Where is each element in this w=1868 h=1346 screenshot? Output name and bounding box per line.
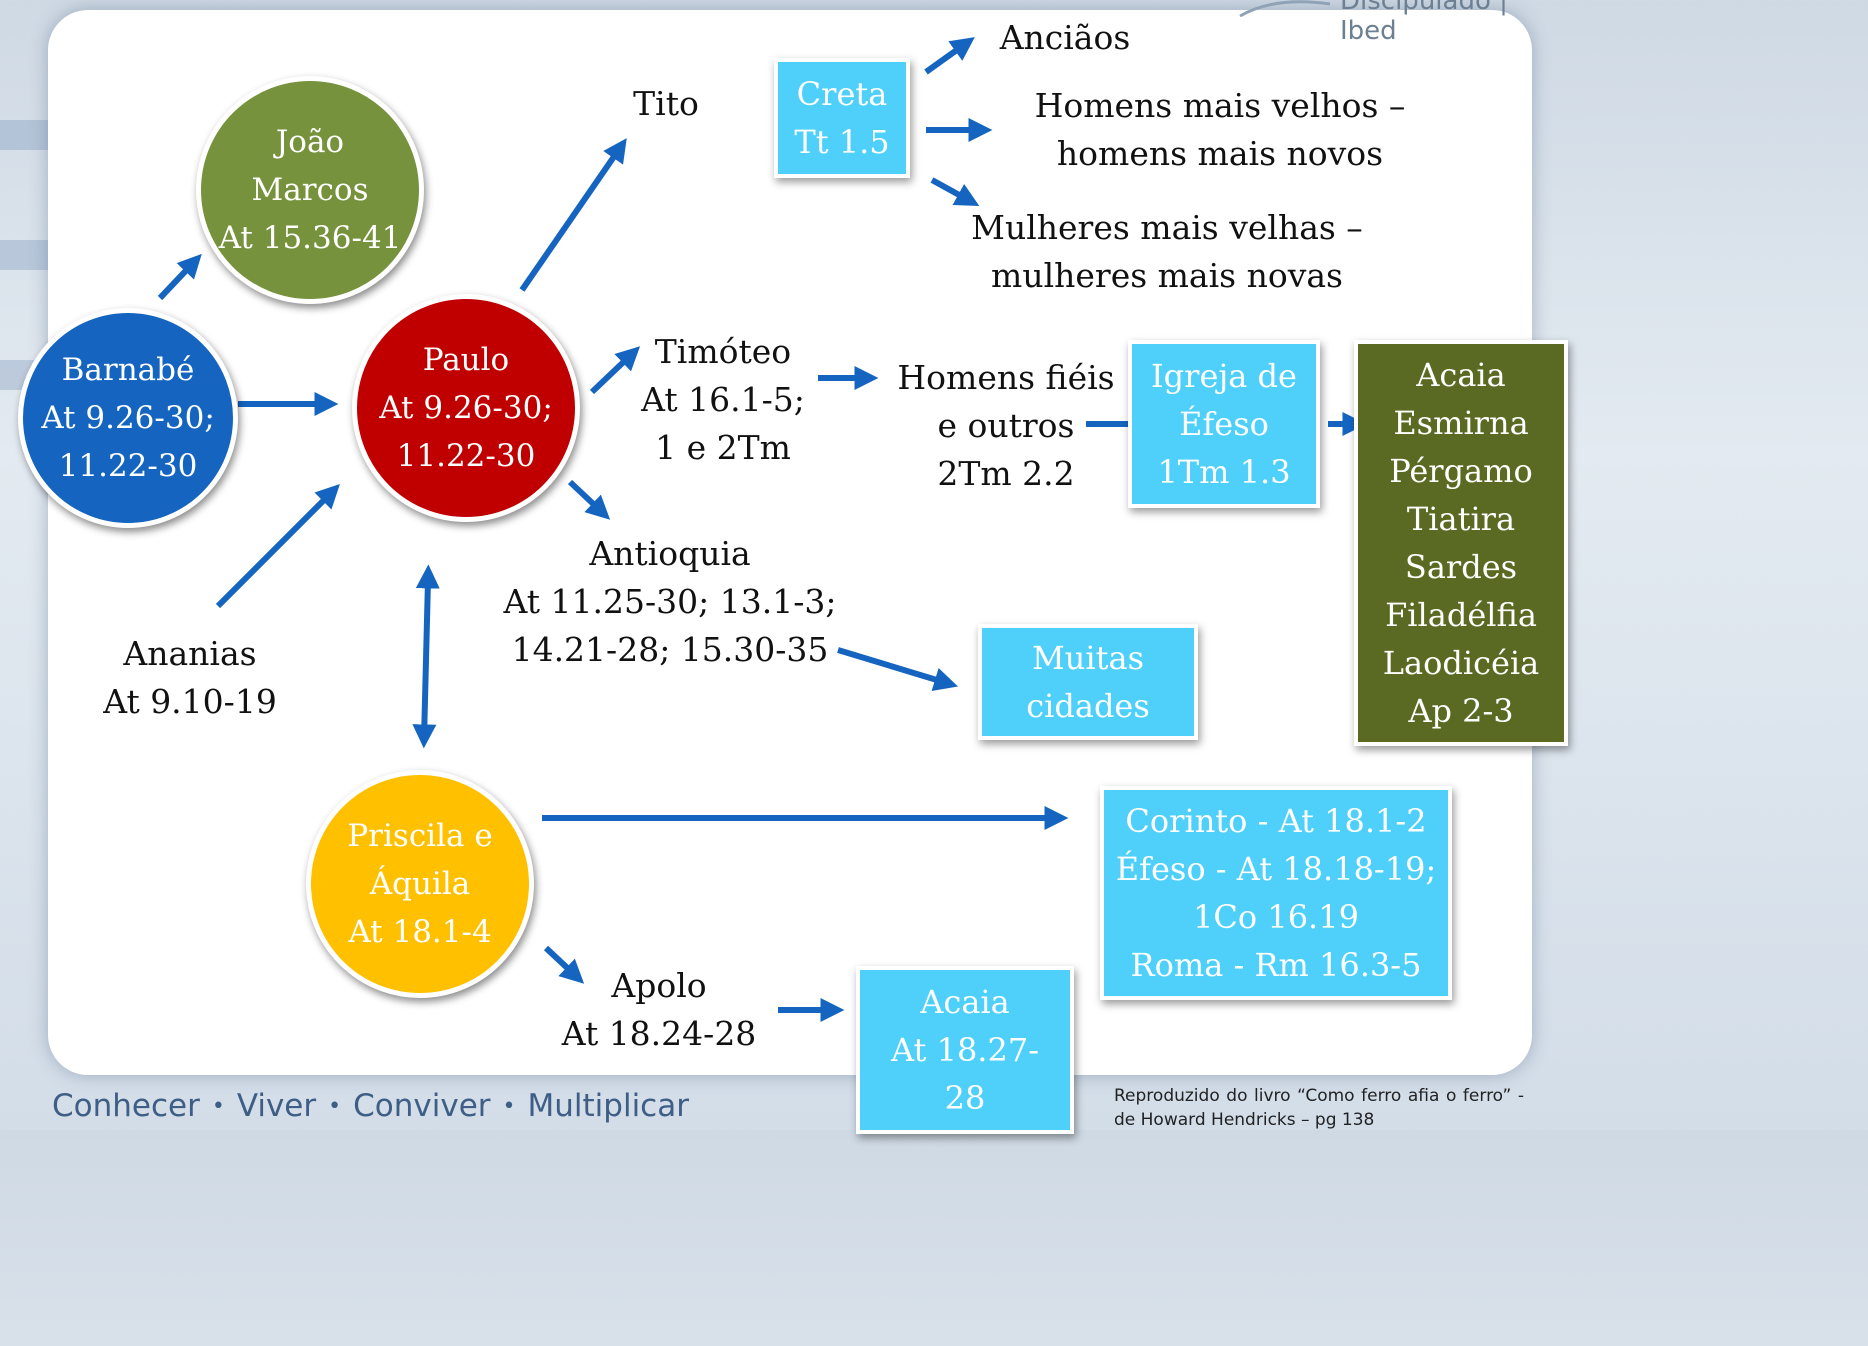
node-mulheres-velhas-novas: Mulheres mais velhas – mulheres mais nov… [971,208,1363,295]
footer-item-multiplicar: Multiplicar [527,1088,689,1124]
node-tito: Tito [633,84,699,123]
box-muitas-cidades-label: Muitas cidades [1026,639,1150,725]
node-joao-marcos-label: João Marcos At 15.36-41 [218,124,402,256]
arrow-paulo-tito [519,138,627,292]
footer-item-conviver: Conviver [353,1088,491,1124]
box-muitas-cidades: Muitas cidades [978,624,1198,740]
node-paulo-label: Paulo At 9.26-30; 11.22-30 [379,342,553,474]
node-paulo: Paulo At 9.26-30; 11.22-30 [352,294,580,522]
arrow-paulo-antioquia [567,479,611,520]
arrow-paulo-timoteo [589,346,641,395]
footer-item-viver: Viver [236,1088,317,1124]
footer-tagline: Conhecer • Viver • Conviver • Multiplicar [52,1088,689,1124]
box-creta-label: Creta Tt 1.5 [794,75,890,161]
footer-separator: • [328,1094,342,1119]
box-igreja-efeso: Igreja de Éfeso 1Tm 1.3 [1128,340,1320,508]
node-joao-marcos: João Marcos At 15.36-41 [196,76,424,304]
node-barnabe: Barnabé At 9.26-30; 11.22-30 [18,308,238,528]
footer-separator: • [211,1094,225,1119]
arrow-layer [157,37,1367,1022]
source-credit: Reproduzido do livro “Como ferro afia o … [1114,1086,1524,1130]
box-cidades-apocalipse-label: Acaia Esmirna Pérgamo Tiatira Sardes Fil… [1382,356,1540,730]
node-homens-fieis: Homens fiéis e outros 2Tm 2.2 [897,358,1115,493]
box-corinto-efeso-roma: Corinto - At 18.1-2 Éfeso - At 18.18-19;… [1100,786,1452,1000]
node-antioquia: Antioquia At 11.25-30; 13.1-3; 14.21-28;… [503,534,837,669]
box-igreja-efeso-label: Igreja de Éfeso 1Tm 1.3 [1151,357,1297,491]
footer-separator: • [502,1094,516,1119]
arrow-creta-ancioes [924,37,975,75]
node-homens-velhos-novos: Homens mais velhos – homens mais novos [1034,86,1406,173]
node-ananias: Ananias At 9.10-19 [103,634,277,721]
arrow-antioquia-muitas [837,647,959,691]
arrow-barnabe-joao [157,253,202,301]
node-priscila-aquila: Priscila e Áquila At 18.1-4 [306,770,534,998]
node-apolo: Apolo At 18.24-28 [561,966,757,1053]
node-ancioes: Anciãos [999,18,1131,57]
arrow-paulo-priscila [412,564,440,749]
brand-logo-swoosh [1239,0,1331,18]
box-acaia-label: Acaia At 18.27- 28 [891,983,1039,1117]
box-acaia: Acaia At 18.27- 28 [856,966,1074,1134]
node-timoteo: Timóteo At 16.1-5; 1 e 2Tm [641,332,805,467]
box-creta: Creta Tt 1.5 [774,58,910,178]
brand-logo-text: Discipulado | Ibed [1340,0,1508,46]
box-cidades-apocalipse: Acaia Esmirna Pérgamo Tiatira Sardes Fil… [1354,340,1568,746]
arrow-priscila-apolo [543,945,585,984]
footer-item-conhecer: Conhecer [52,1088,200,1124]
node-priscila-aquila-label: Priscila e Áquila At 18.1-4 [347,818,493,950]
box-corinto-efeso-roma-label: Corinto - At 18.1-2 Éfeso - At 18.18-19;… [1115,802,1437,984]
arrow-ananias-paulo [215,484,340,609]
arrow-creta-mulheres [930,177,980,207]
node-barnabe-label: Barnabé At 9.26-30; 11.22-30 [41,352,215,484]
